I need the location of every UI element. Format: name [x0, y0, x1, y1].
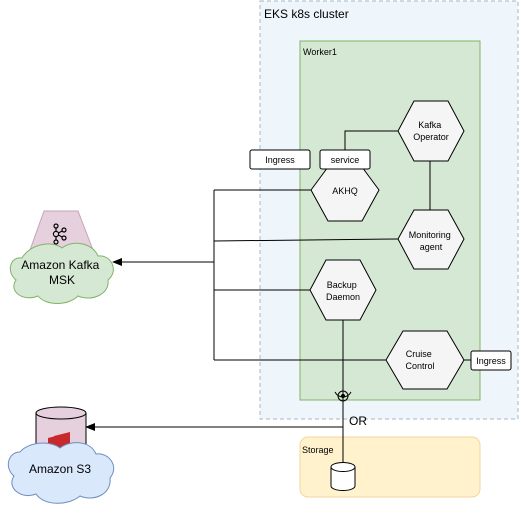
amazon-msk-group[interactable]: Amazon Kafka MSK [9, 210, 114, 304]
msk-label-line2: MSK [49, 273, 75, 287]
backup-daemon-node[interactable]: Backup Daemon [309, 259, 377, 321]
svg-text:Monitoring agent: Monitoring agent [409, 230, 454, 252]
worker-label: Worker1 [303, 47, 337, 57]
svg-text:Cruise Control: Cruise Control [405, 349, 434, 371]
mount-point-icon [334, 390, 352, 402]
kafka-operator-node[interactable]: Kafka Operator [397, 100, 465, 162]
s3-cloud-shape [7, 442, 115, 504]
cruise-ingress-label: Ingress [476, 356, 506, 366]
connectors [85, 130, 471, 464]
cruise-control-label-line2: Control [405, 361, 434, 371]
akhq-ingress-box[interactable]: Ingress [249, 149, 311, 170]
service-box[interactable]: service [319, 149, 371, 170]
akhq-ingress-label: Ingress [265, 155, 295, 165]
kafka-logo-icon [52, 223, 67, 245]
backup-daemon-label-line1: Backup [327, 280, 357, 290]
monitoring-agent-label-line2: agent [420, 242, 443, 252]
monitoring-trunk-connector [213, 238, 399, 242]
storage-group: Storage [299, 436, 481, 498]
svg-text:Backup Daemon: Backup Daemon [326, 280, 360, 302]
operator-service-connector [344, 130, 398, 153]
eks-cluster-label: EKS k8s cluster [264, 7, 349, 21]
backup-daemon-label-line2: Daemon [326, 292, 360, 302]
or-label: OR [349, 414, 367, 428]
amazon-s3-group[interactable]: Amazon S3 [7, 406, 115, 504]
cruise-control-label-line1: Cruise [406, 349, 432, 359]
storage-volume-icon[interactable] [330, 462, 356, 491]
storage-label: Storage [302, 445, 334, 455]
kafka-operator-label-line1: Kafka [418, 120, 441, 130]
kafka-operator-label-line2: Operator [413, 132, 449, 142]
cruise-control-node[interactable]: Cruise Control [385, 330, 465, 390]
svg-text:Amazon Kafka MSK: Amazon Kafka MSK [21, 258, 102, 287]
msk-cloud-shape [9, 242, 114, 304]
cruise-ingress-box[interactable]: Ingress [470, 350, 512, 371]
svg-text:Kafka Operator: Kafka Operator [413, 120, 449, 142]
msk-label-line1: Amazon Kafka [21, 258, 99, 272]
monitoring-agent-label-line1: Monitoring [409, 230, 451, 240]
service-label: service [331, 155, 360, 165]
monitoring-agent-node[interactable]: Monitoring agent [397, 209, 465, 270]
s3-label: Amazon S3 [29, 462, 91, 476]
akhq-label: AKHQ [332, 186, 358, 196]
